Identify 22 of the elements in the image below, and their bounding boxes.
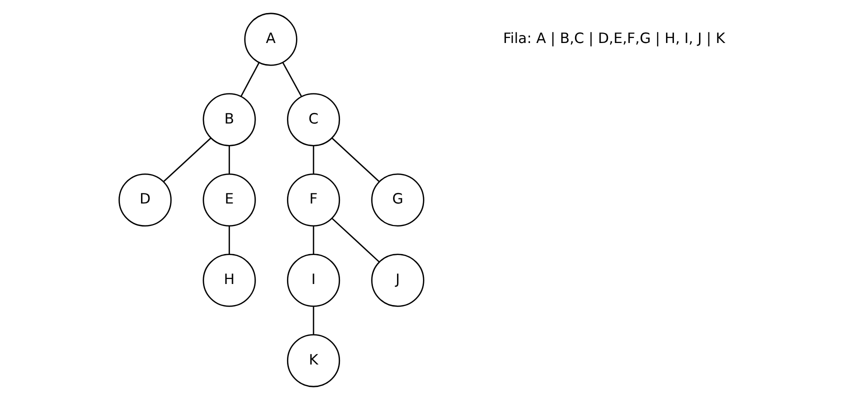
- connector: [312, 146, 314, 174]
- label: Fila: A | B,C | D,E,F,G | H, I, J | K: [503, 30, 726, 47]
- node-circle: B: [202, 93, 256, 146]
- connector: [312, 306, 314, 334]
- connector: [332, 138, 380, 182]
- node-circle: I: [286, 254, 340, 307]
- connector: [228, 226, 230, 254]
- connector: [163, 138, 212, 182]
- node-circle: G: [371, 173, 424, 227]
- connector: [332, 218, 380, 262]
- node-circle: A: [244, 12, 298, 66]
- node-circle: E: [202, 173, 256, 227]
- node-circle: F: [286, 173, 340, 227]
- node-circle: H: [202, 254, 256, 307]
- node-circle: K: [286, 334, 340, 388]
- node-circle: C: [286, 93, 340, 146]
- connector: [282, 62, 302, 97]
- node-circle: J: [371, 254, 424, 307]
- connector: [312, 226, 314, 254]
- connector: [240, 62, 260, 97]
- node-circle: D: [118, 173, 172, 227]
- connector: [228, 146, 230, 174]
